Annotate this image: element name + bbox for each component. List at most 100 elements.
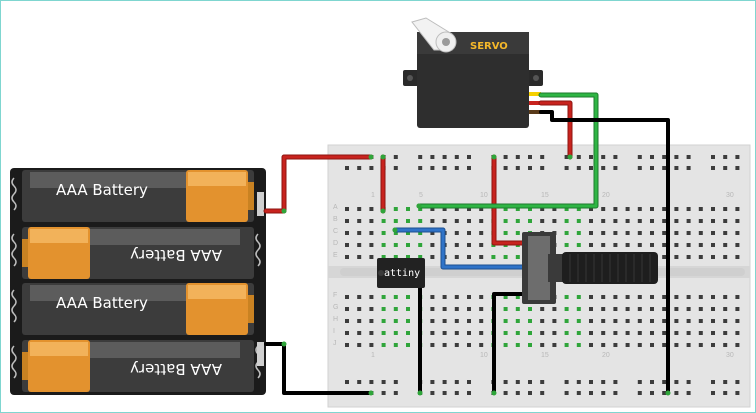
column-number: 1: [371, 192, 375, 199]
breadboard-hole: [662, 207, 667, 211]
breadboard-hole: [576, 307, 581, 311]
breadboard-hole: [625, 307, 630, 311]
breadboard-hole: [552, 331, 557, 335]
breadboard-hole: [454, 331, 459, 335]
breadboard-hole: [345, 319, 349, 323]
breadboard-hole: [650, 307, 654, 311]
breadboard-hole: [662, 231, 667, 235]
row-letter: E: [333, 252, 338, 259]
breadboard-hole: [711, 231, 715, 235]
breadboard-hole: [723, 155, 728, 159]
breadboard-hole: [601, 207, 606, 211]
breadboard-hole: [442, 380, 447, 384]
breadboard-hole: [637, 155, 642, 159]
breadboard-hole: [723, 380, 728, 384]
breadboard-hole: [552, 343, 557, 347]
breadboard-hole: [430, 231, 435, 235]
breadboard-hole: [564, 155, 569, 159]
breadboard-hole: [515, 331, 520, 335]
breadboard-hole: [613, 319, 618, 323]
breadboard-hole: [735, 166, 740, 170]
breadboard-hole: [674, 243, 679, 247]
breadboard-hole: [686, 166, 691, 170]
breadboard-hole: [637, 319, 642, 323]
breadboard-hole: [345, 380, 349, 384]
column-number: 30: [726, 192, 734, 199]
breadboard-hole: [637, 343, 642, 347]
breadboard-hole: [406, 319, 410, 323]
breadboard-hole: [357, 219, 362, 223]
breadboard-hole: [503, 307, 508, 311]
breadboard-hole: [552, 207, 557, 211]
breadboard-hole: [637, 307, 642, 311]
breadboard-hole: [345, 331, 349, 335]
breadboard-hole: [393, 331, 398, 335]
breadboard-hole: [662, 331, 667, 335]
breadboard-hole: [589, 331, 593, 335]
breadboard-hole: [454, 231, 459, 235]
breadboard-hole: [406, 207, 410, 211]
breadboard-hole: [345, 295, 349, 299]
breadboard-hole: [515, 231, 520, 235]
breadboard-hole: [406, 219, 410, 223]
breadboard-hole: [430, 243, 435, 247]
breadboard-hole: [711, 307, 715, 311]
breadboard-hole: [503, 391, 508, 395]
breadboard-hole: [454, 207, 459, 211]
breadboard-hole: [576, 319, 581, 323]
breadboard-hole: [515, 207, 520, 211]
breadboard-hole: [711, 255, 715, 259]
breadboard-hole: [369, 231, 374, 235]
breadboard-hole: [442, 219, 447, 223]
breadboard-hole: [698, 319, 703, 323]
breadboard-hole: [589, 380, 593, 384]
breadboard-hole: [515, 166, 520, 170]
breadboard-hole: [503, 319, 508, 323]
breadboard-hole: [357, 207, 362, 211]
breadboard-hole: [393, 219, 398, 223]
breadboard-hole: [650, 391, 654, 395]
breadboard-hole: [698, 219, 703, 223]
breadboard-hole: [601, 155, 606, 159]
breadboard-hole: [393, 243, 398, 247]
breadboard-hole: [454, 307, 459, 311]
breadboard-hole: [589, 343, 593, 347]
breadboard-hole: [442, 391, 447, 395]
breadboard-hole: [369, 331, 374, 335]
breadboard-hole: [686, 380, 691, 384]
column-number: 10: [480, 192, 488, 199]
breadboard-hole: [357, 255, 362, 259]
breadboard-hole: [674, 307, 679, 311]
breadboard-hole: [552, 319, 557, 323]
breadboard-hole: [674, 391, 679, 395]
breadboard-hole: [528, 166, 532, 170]
breadboard-hole: [515, 155, 520, 159]
breadboard-hole: [528, 380, 532, 384]
breadboard-hole: [369, 166, 374, 170]
breadboard-hole: [662, 166, 667, 170]
breadboard-hole: [418, 155, 423, 159]
breadboard-hole: [430, 391, 435, 395]
breadboard-hole: [637, 207, 642, 211]
breadboard-hole: [369, 307, 374, 311]
breadboard-hole: [613, 380, 618, 384]
breadboard-hole: [381, 295, 386, 299]
column-number: 15: [541, 192, 549, 199]
breadboard-hole: [723, 243, 728, 247]
battery-pack: AAA Battery AAA Battery AAA Battery: [10, 168, 266, 395]
breadboard-hole: [442, 207, 447, 211]
breadboard-hole: [589, 166, 593, 170]
breadboard-hole: [601, 331, 606, 335]
breadboard-hole: [662, 391, 667, 395]
breadboard-hole: [357, 331, 362, 335]
breadboard-hole: [467, 343, 471, 347]
breadboard-hole: [735, 295, 740, 299]
breadboard-hole: [662, 319, 667, 323]
breadboard-hole: [479, 231, 484, 235]
breadboard-hole: [430, 255, 435, 259]
row-letter: J: [333, 340, 337, 347]
breadboard-hole: [381, 319, 386, 323]
breadboard-hole: [601, 231, 606, 235]
breadboard-hole: [503, 219, 508, 223]
breadboard-hole: [369, 343, 374, 347]
